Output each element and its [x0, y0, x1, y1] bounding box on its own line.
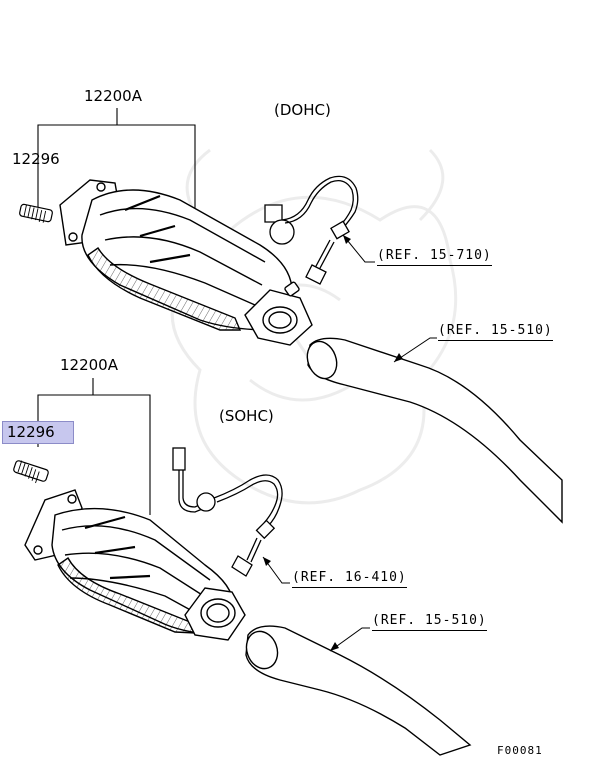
dohc-stud — [19, 203, 53, 223]
dohc-pipe-ref[interactable]: (REF. 15-510) — [438, 324, 553, 341]
sohc-exhaust-pipe — [245, 625, 472, 756]
dohc-catalytic-converter — [59, 179, 313, 346]
sohc-stud-part-number-highlighted[interactable]: 12296 — [2, 421, 74, 444]
figure-code: F00081 — [497, 744, 543, 757]
sohc-pipe-ref[interactable]: (REF. 15-510) — [372, 614, 487, 631]
dohc-converter-leader — [37, 108, 196, 210]
sohc-stud — [13, 460, 49, 484]
dohc-stud-part-number[interactable]: 12296 — [12, 150, 60, 168]
sohc-catalytic-converter — [24, 489, 246, 641]
dohc-sensor-ref[interactable]: (REF. 15-710) — [377, 249, 492, 266]
sohc-converter-part-number[interactable]: 12200A — [60, 356, 118, 374]
sohc-sensor-ref-leader — [262, 556, 290, 584]
dohc-exhaust-pipe — [306, 337, 563, 524]
dohc-sensor-ref-leader — [342, 234, 375, 263]
sohc-converter-leader — [37, 378, 151, 515]
sohc-pipe-ref-leader — [329, 627, 370, 652]
dohc-converter-part-number[interactable]: 12200A — [84, 87, 142, 105]
sohc-variant-label: (SOHC) — [219, 407, 274, 425]
dohc-pipe-ref-leader — [393, 337, 437, 363]
sohc-oxygen-sensor — [172, 447, 283, 577]
dohc-oxygen-sensor — [264, 175, 359, 285]
sohc-sensor-ref[interactable]: (REF. 16-410) — [292, 571, 407, 588]
dohc-variant-label: (DOHC) — [274, 101, 331, 119]
